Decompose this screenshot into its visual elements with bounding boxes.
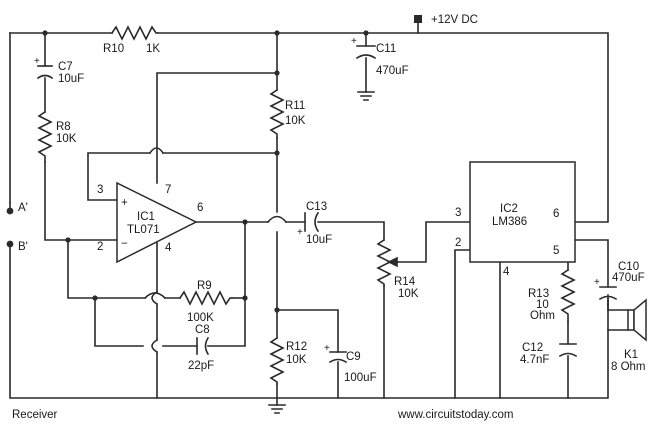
terminal-a-label: A'	[18, 202, 28, 214]
terminal-b-label: B'	[18, 241, 28, 253]
c13-value: 10uF	[306, 234, 332, 246]
k1-ref: K1	[624, 349, 638, 361]
r9-resistor	[178, 290, 233, 306]
r13-resistor	[560, 268, 576, 323]
svg-text:+: +	[297, 227, 303, 238]
c7-capacitor: +	[34, 56, 54, 80]
ic2-pin5: 5	[553, 245, 559, 257]
c10-ref: C10	[618, 261, 639, 273]
ic2-ref: IC2	[500, 203, 518, 215]
ic2-part: LM386	[492, 216, 527, 228]
r11-resistor	[269, 88, 285, 139]
c7-value: 10uF	[58, 73, 84, 85]
c9-capacitor: +	[324, 343, 348, 364]
c13-capacitor: +	[297, 211, 320, 238]
c10-value: 470uF	[612, 272, 645, 284]
wire-crossings	[143, 147, 288, 354]
r12-ref: R12	[286, 341, 307, 353]
r13-ref: R13	[528, 288, 549, 300]
website: www.circuitstoday.com	[397, 409, 513, 421]
c10-capacitor: +	[594, 277, 618, 306]
r8-ref: R8	[56, 121, 71, 133]
speaker-icon	[607, 298, 647, 342]
k1-value: 8 Ohm	[611, 361, 646, 373]
svg-text:+: +	[34, 56, 40, 67]
svg-text:+: +	[324, 343, 330, 354]
c8-value: 22pF	[188, 360, 214, 372]
ic1-opamp	[116, 181, 198, 264]
c7-ref: C7	[58, 61, 73, 73]
r14-ref: R14	[394, 276, 416, 288]
svg-text:+: +	[594, 277, 600, 288]
svg-text:+: +	[351, 36, 357, 47]
ic1-pin3: 3	[97, 184, 103, 196]
r13-value1: 10	[536, 299, 549, 311]
c11-value: 470uF	[376, 65, 409, 77]
terminal-b	[6, 240, 14, 248]
r8-resistor	[37, 110, 53, 163]
r12-resistor	[269, 336, 285, 385]
r13-value2: Ohm	[530, 310, 555, 322]
c9-ref: C9	[346, 351, 361, 363]
ic2-amplifier	[469, 161, 576, 263]
labels: +12V DC A' B' R10 1K C7 10uF R8 10K R11 …	[12, 14, 646, 421]
r11-ref: R11	[285, 100, 305, 112]
c12-capacitor	[558, 343, 578, 358]
ic2-pin2: 2	[455, 237, 461, 249]
c8-ref: C8	[195, 324, 210, 336]
ic1-part: TL071	[127, 224, 160, 236]
ic2-pin3: 3	[455, 207, 461, 219]
ic1-minus: −	[121, 238, 128, 250]
r10-ref: R10	[103, 43, 124, 55]
ic1-plus: +	[121, 197, 128, 209]
ground-c11-icon	[357, 91, 375, 101]
c11-capacitor: +	[351, 36, 377, 60]
r14-potentiometer	[376, 238, 399, 287]
caption: Receiver	[12, 409, 58, 421]
ic2-pin4: 4	[503, 266, 510, 278]
ic1-pin7: 7	[165, 184, 171, 196]
ground-main-icon	[268, 404, 286, 414]
ic1-pin4: 4	[165, 242, 172, 254]
c8-capacitor	[196, 336, 210, 356]
r14-value: 10K	[398, 288, 419, 300]
ic1-pin2: 2	[97, 241, 103, 253]
r8-value: 10K	[56, 133, 77, 145]
r10-value: 1K	[146, 43, 160, 55]
c12-value: 4.7nF	[520, 354, 549, 366]
wires	[9, 21, 609, 406]
r9-ref: R9	[197, 280, 212, 292]
r10-resistor	[110, 25, 159, 41]
r9-value: 100K	[187, 312, 214, 324]
supply-terminal	[414, 15, 422, 23]
c12-ref: C12	[522, 342, 543, 354]
ic2-pin6: 6	[553, 208, 559, 220]
c9-value: 100uF	[344, 372, 377, 384]
ic1-ref: IC1	[137, 211, 155, 223]
c13-ref: C13	[306, 201, 327, 213]
r12-value: 10K	[286, 354, 307, 366]
r11-value: 10K	[285, 115, 306, 127]
supply-label: +12V DC	[431, 14, 478, 26]
ic1-pin6: 6	[197, 202, 203, 214]
c11-ref: C11	[376, 43, 396, 55]
